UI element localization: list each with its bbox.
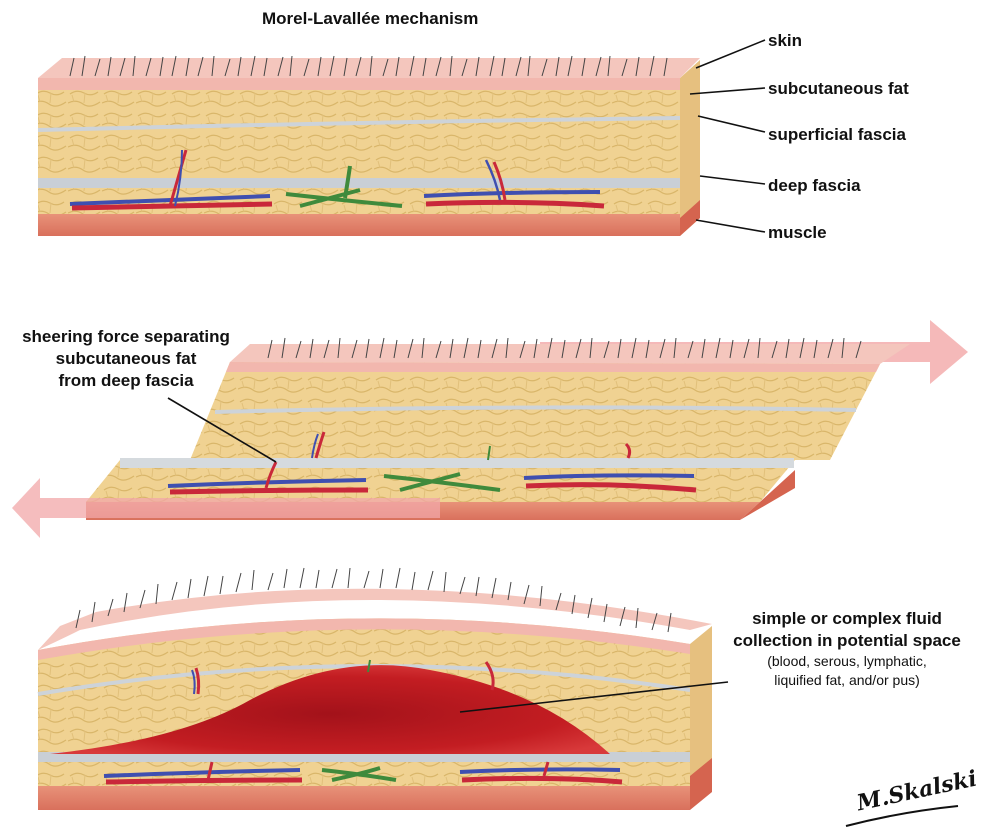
label-skin: skin bbox=[768, 30, 802, 52]
skin-layer bbox=[38, 78, 680, 90]
shifted-skin-top bbox=[230, 344, 910, 364]
layer-leader-lines bbox=[690, 40, 765, 232]
subcutaneous-fat-layer bbox=[38, 90, 680, 180]
muscle-layer bbox=[38, 214, 680, 236]
label-deep-fascia: deep fascia bbox=[768, 175, 861, 197]
shear-label-line-3: from deep fascia bbox=[18, 370, 234, 392]
shear-label-line-2: subcutaneous fat bbox=[18, 348, 234, 370]
panel-fluid-collection bbox=[38, 568, 728, 810]
fluid-label-line-2: collection in potential space bbox=[722, 630, 972, 652]
fluid-label-line-3: (blood, serous, lymphatic, bbox=[722, 652, 972, 671]
label-superficial-fascia: superficial fascia bbox=[768, 124, 906, 146]
panel-normal-anatomy bbox=[38, 40, 765, 236]
deep-fascia-layer bbox=[38, 178, 680, 188]
muscle-layer bbox=[38, 786, 690, 810]
label-muscle: muscle bbox=[768, 222, 827, 244]
fluid-label: simple or complex fluid collection in po… bbox=[722, 608, 972, 690]
shear-label: sheering force separating subcutaneous f… bbox=[18, 326, 234, 392]
skin-top-surface bbox=[38, 58, 700, 78]
diagram-title: Morel-Lavallée mechanism bbox=[262, 8, 478, 30]
fluid-label-line-4: liquified fat, and/or pus) bbox=[722, 671, 972, 690]
label-subcutaneous-fat: subcutaneous fat bbox=[768, 78, 909, 100]
fluid-label-line-1: simple or complex fluid bbox=[722, 608, 972, 630]
separated-deep-fascia bbox=[120, 458, 794, 468]
shear-label-line-1: sheering force separating bbox=[18, 326, 234, 348]
